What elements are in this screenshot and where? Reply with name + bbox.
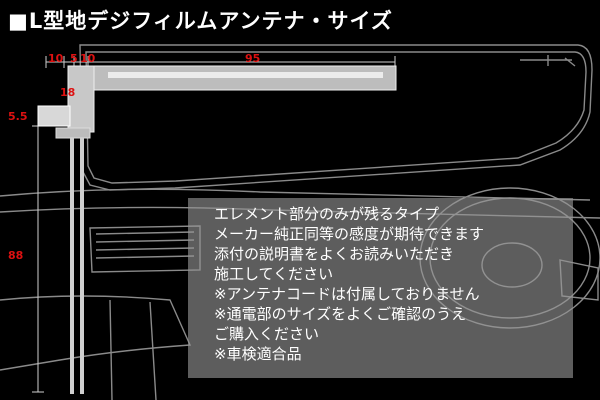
console-outline [0,295,192,371]
dimension-label-terminal-height: 5.5 [8,110,28,123]
dimension-label-width-feed: 10 [80,52,96,65]
windshield-outline [79,44,593,191]
note-line-3: 添付の説明書をよくお読みいただき [214,245,455,263]
note-line-8: ※車検適合品 [214,345,302,363]
l-shaped-antenna [37,65,397,394]
rear-view-mirror [520,55,576,67]
antenna-base-tab [55,127,91,139]
page-title: ■L型地デジフィルムアンテナ・サイズ [8,9,393,33]
antenna-element-strip [108,72,383,78]
console-edge-lines [109,299,157,400]
dimension-label-block-height: 18 [60,86,76,99]
windshield-inner-outline [85,51,587,184]
antenna-feed-block [67,65,95,133]
description-panel: エレメント部分のみが残るタイプ メーカー純正同等の感度が期待できます 添付の説明… [188,198,573,378]
dimension-label-total-height: 88 [8,249,24,262]
note-line-6: ※通電部のサイズをよくご確認のうえ [214,305,467,323]
antenna-terminal [37,105,71,127]
note-line-7: ご購入ください [214,325,320,343]
note-line-4: 施工してください [214,265,334,283]
note-line-5: ※アンテナコードは付属しておりません [214,285,480,303]
vent-slats [95,231,195,259]
dimension-label-width-gap: 5 [70,52,78,65]
dimension-label-element-width: 95 [245,52,261,65]
antenna-vertical-element-2 [80,138,84,394]
antenna-vertical-element-1 [70,138,74,394]
dashboard-top-line [0,188,591,201]
dimension-label-width-left: 10 [48,52,64,65]
note-line-1: エレメント部分のみが残るタイプ [214,205,440,223]
note-line-2: メーカー純正同等の感度が期待できます [214,225,485,243]
